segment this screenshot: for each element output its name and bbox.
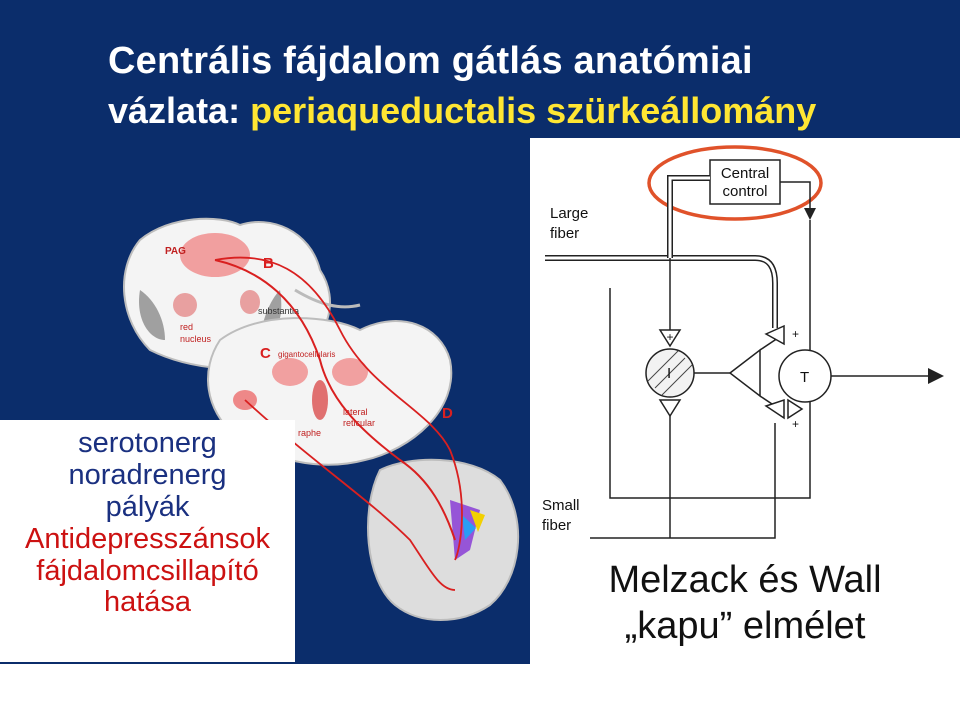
pag-label: PAG	[165, 246, 186, 257]
large-fiber-line	[545, 255, 778, 328]
red-nucleus-label-2: nucleus	[180, 334, 212, 344]
medulla-dark-line	[294, 288, 361, 309]
info-line-6: hatása	[103, 586, 192, 619]
slide-title: Centrális fájdalom gátlás anatómiai vázl…	[108, 40, 816, 131]
raphe-area	[312, 380, 328, 420]
gate-control-diagram: Central control Large fiber + I	[542, 145, 944, 539]
descending-pathway-2	[214, 256, 463, 561]
dorsal-horn-blue	[462, 515, 476, 540]
large-fiber-label-1: Large	[550, 205, 588, 222]
plus-label-bottom: +	[792, 417, 799, 431]
large-fiber-line-inner	[545, 256, 777, 328]
plus-triangle-top	[764, 324, 785, 346]
title-line-1: Centrális fájdalom gátlás anatómiai	[108, 40, 753, 82]
central-down-line	[780, 181, 811, 210]
brainstem-diagram: PAG B substantia red nucleus C gigantoce…	[123, 217, 520, 621]
small-fiber-label-2: fiber	[542, 517, 571, 534]
label-c: C	[260, 345, 271, 362]
small-fiber-line	[590, 423, 776, 539]
substantia-label: substantia	[258, 306, 299, 316]
central-up-line-inner	[668, 176, 710, 258]
title-line-2: vázlata: periaqueductalis szürkeállomány	[108, 90, 816, 131]
info-line-1: serotonerg	[78, 427, 217, 459]
title-accent: periaqueductalis szürkeállomány	[250, 89, 817, 131]
label-d: D	[442, 405, 453, 422]
substantia-nigra	[139, 290, 165, 340]
central-down-arrow	[804, 208, 816, 220]
lateral-label-1: lateral	[343, 407, 368, 417]
highlight-ellipse	[647, 145, 823, 221]
minus-triangle-left	[764, 398, 785, 420]
red-nucleus-area	[173, 293, 197, 317]
spinal-cord-section	[367, 458, 520, 621]
gigantocellularis-area-2	[332, 358, 368, 386]
info-line-2: noradrenerg	[68, 458, 227, 491]
info-line-3: pályák	[105, 490, 190, 523]
caption-line-1: Melzack és Wall	[608, 559, 882, 601]
descending-pathway	[214, 259, 456, 541]
small-fiber-label-1: Small	[542, 497, 580, 514]
label-b: B	[263, 255, 274, 272]
plus-triangle-bottom	[787, 398, 804, 420]
central-border	[609, 220, 811, 499]
transmission-label: T	[800, 369, 809, 386]
output-arrow	[928, 368, 944, 384]
gate-triangle	[728, 348, 761, 398]
pathway-info-box: serotonerg noradrenerg pályák Antidepres…	[0, 420, 295, 662]
lateral-label-2: reticular	[343, 418, 375, 428]
pathway-info-text: serotonerg noradrenerg pályák Antidepres…	[0, 427, 295, 619]
title-prefix: vázlata:	[108, 89, 241, 131]
plus-label-top: +	[792, 327, 799, 341]
gate-control-panel: Central control Large fiber + I	[530, 138, 960, 664]
info-line-4: Antidepresszánsok	[24, 522, 271, 555]
red-nucleus-area-2	[240, 290, 260, 314]
minus-triangle-i	[658, 399, 682, 418]
plus-triangle-i	[658, 329, 682, 348]
dorsal-horn-yellow	[470, 510, 485, 532]
gigantocellularis-label: gigantocellularis	[278, 350, 335, 359]
central-control-label-2: control	[722, 183, 767, 200]
central-control-box	[709, 159, 781, 205]
gate-caption: Melzack és Wall „kapu” elmélet	[545, 558, 945, 649]
pag-area	[180, 233, 250, 277]
inter-neuron-label: I	[667, 365, 671, 382]
info-line-5: fájdalomcsillapító	[36, 554, 259, 587]
large-fiber-label-2: fiber	[550, 225, 579, 242]
raphe-label: raphe	[298, 428, 321, 438]
caption-line-2: „kapu” elmélet	[624, 604, 866, 647]
gigantocellularis-area	[272, 358, 308, 386]
gate-top-line	[759, 337, 779, 351]
plus-label-i: +	[666, 330, 673, 344]
central-control-label-1: Central	[721, 165, 769, 182]
red-nucleus-label-1: red	[180, 322, 193, 332]
inter-neuron-hatching	[647, 350, 693, 396]
